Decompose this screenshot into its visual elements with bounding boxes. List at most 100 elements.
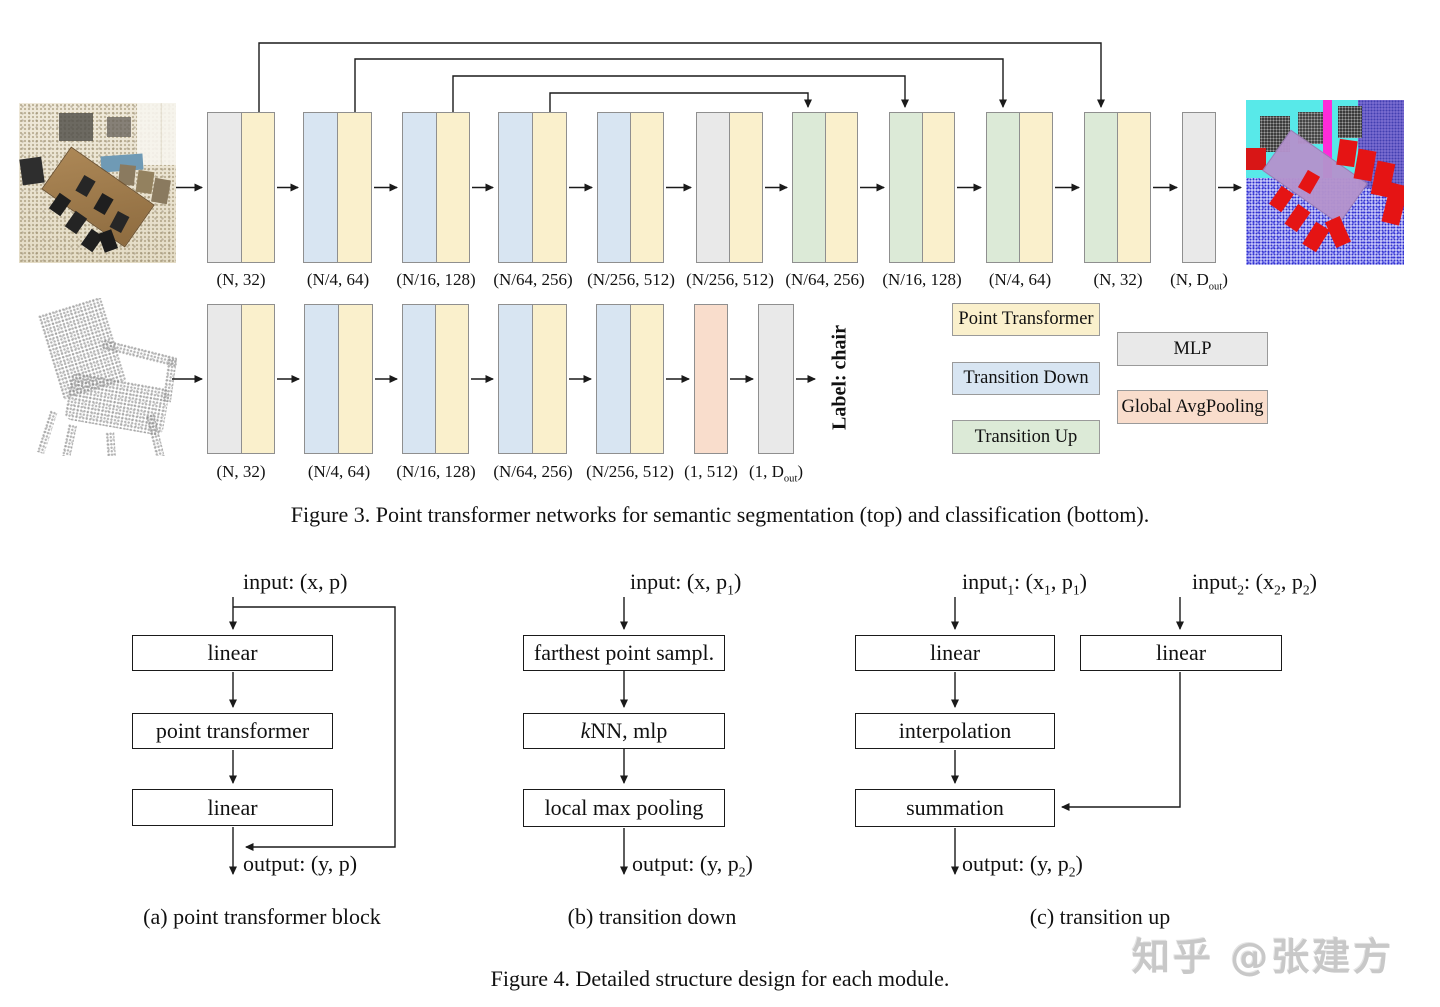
- point-transformer-bar: [629, 304, 664, 454]
- chair-leg: [57, 423, 78, 456]
- block-label: (N/4, 64): [307, 462, 371, 481]
- fig4b-caption: (b) transition down: [567, 904, 737, 929]
- transition-down-bar: [402, 112, 437, 263]
- red-chair: [1324, 215, 1352, 249]
- point-transformer-bar: [532, 304, 567, 454]
- fig4c-linear-right-box: linear: [1080, 635, 1282, 671]
- mlp-bar: [207, 112, 242, 263]
- back-chair: [135, 169, 155, 195]
- transition-up-bar: [1084, 112, 1118, 263]
- fig4c-interpolation-box: interpolation: [855, 713, 1055, 749]
- seg-block-4: [498, 112, 567, 263]
- point-transformer-bar: [532, 112, 567, 263]
- transition-up-bar: [792, 112, 826, 263]
- legend-transition-up: Transition Up: [952, 420, 1100, 454]
- mlp-bar: [207, 304, 242, 454]
- seg-block-2: [303, 112, 372, 263]
- zhihu-watermark: 知乎 @张建方: [1132, 935, 1395, 979]
- mlp-bar: [758, 304, 794, 454]
- point-transformer-bar: [824, 112, 858, 263]
- red-chair: [1336, 138, 1358, 168]
- fig4a-linear-box-2: linear: [132, 789, 333, 826]
- cls-block-6: [694, 304, 728, 454]
- back-chair: [151, 177, 171, 205]
- fig4b-local-max-pooling-box: local max pooling: [523, 789, 725, 827]
- fig4c-caption: (c) transition up: [1029, 904, 1171, 929]
- transition-up-bar: [986, 112, 1020, 263]
- point-transformer-bar: [435, 112, 470, 263]
- point-transformer-bar: [630, 112, 664, 263]
- transition-down-bar: [596, 304, 631, 454]
- legend-transition-down: Transition Down: [952, 362, 1100, 395]
- fig4b-farthest-point-sampling-box: farthest point sampl.: [523, 635, 725, 671]
- fig4a-point-transformer-box: point transformer: [132, 713, 333, 749]
- legend-global-avgpooling: Global AvgPooling: [1117, 390, 1268, 424]
- block-label: (N/256, 512): [686, 270, 774, 289]
- transition-down-bar: [303, 112, 338, 263]
- seg-block-7: [792, 112, 858, 263]
- block-label: (N, 32): [216, 270, 266, 289]
- fig4c-summation-box: summation: [855, 789, 1055, 827]
- cls-block-4: [498, 304, 567, 454]
- point-transformer-bar: [240, 304, 275, 454]
- block-label: (N/256, 512): [586, 462, 674, 481]
- point-transformer-bar: [435, 304, 469, 454]
- block-label: (1, 512): [684, 462, 738, 481]
- wall-frame: [59, 113, 93, 141]
- block-label: (N/64, 256): [785, 270, 865, 289]
- mlp-bar: [1182, 112, 1216, 263]
- purple-wall: [1358, 100, 1404, 188]
- seg-block-11: [1182, 112, 1216, 263]
- block-label: (1, Dout): [748, 462, 804, 485]
- figure4-caption: Figure 4. Detailed structure design for …: [490, 966, 950, 991]
- cls-block-5: [596, 304, 664, 454]
- output-segmentation-image: [1246, 100, 1404, 265]
- block-label: (N, Dout): [1170, 270, 1228, 293]
- point-transformer-bar: [337, 112, 372, 263]
- transition-down-bar: [597, 112, 631, 263]
- seg-block-6: [696, 112, 763, 263]
- legend-mlp: MLP: [1117, 332, 1268, 366]
- fig4a-linear-box-1: linear: [132, 635, 333, 671]
- magenta-stripe: [1323, 100, 1332, 178]
- wall-frame: [107, 117, 131, 137]
- point-transformer-bar: [1019, 112, 1053, 263]
- block-label: (N/4, 64): [306, 270, 370, 289]
- point-transformer-bar: [240, 112, 275, 263]
- block-label: (N, 32): [1093, 270, 1143, 289]
- block-label: (N/16, 128): [396, 270, 476, 289]
- block-label: (N/16, 128): [396, 462, 476, 481]
- transition-down-bar: [304, 304, 339, 454]
- red-object: [1246, 148, 1266, 170]
- transition-up-bar: [889, 112, 923, 263]
- input-chair-pointcloud-image: [15, 298, 177, 456]
- block-label: (N, 32): [216, 462, 266, 481]
- fig4b-input-label: input: (x, p1): [630, 569, 742, 598]
- seg-block-9: [986, 112, 1053, 263]
- point-transformer-bar: [921, 112, 955, 263]
- block-label: (N/16, 128): [882, 270, 962, 289]
- seg-block-1: [207, 112, 275, 263]
- seg-block-10: [1084, 112, 1151, 263]
- fig4a-input-label: input: (x, p): [243, 569, 348, 594]
- wall-frame: [1338, 106, 1362, 138]
- dark-chair: [19, 156, 45, 186]
- figure3-caption: Figure 3. Point transformer networks for…: [290, 502, 1150, 527]
- transition-down-bar: [498, 112, 533, 263]
- fig4b-output-label: output: (y, p2): [632, 851, 753, 880]
- block-label: (N/4, 64): [988, 270, 1052, 289]
- point-transformer-bar: [729, 112, 763, 263]
- mlp-bar: [696, 112, 730, 263]
- fig4c-linear-left-box: linear: [855, 635, 1055, 671]
- fig4c-output-label: output: (y, p2): [962, 851, 1083, 880]
- cls-block-3: [402, 304, 469, 454]
- point-transformer-bar: [1117, 112, 1151, 263]
- fig4c-input2-label: input2: (x2, p2): [1192, 569, 1317, 598]
- point-transformer-bar: [338, 304, 373, 454]
- seg-block-5: [597, 112, 664, 263]
- fig4a-output-label: output: (y, p): [243, 851, 358, 876]
- seg-block-3: [402, 112, 470, 263]
- red-chair: [1302, 221, 1330, 253]
- global-avgpooling-bar: [694, 304, 728, 454]
